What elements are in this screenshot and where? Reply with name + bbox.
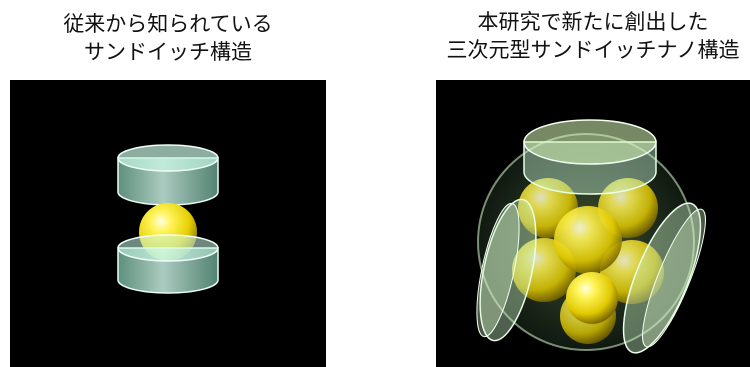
left-caption: 従来から知られている サンドイッチ構造 (10, 10, 326, 66)
left-disk (476, 198, 537, 342)
top-disk (523, 119, 657, 195)
right-render-panel (436, 80, 750, 367)
right-caption: 本研究で新たに創出した 三次元型サンドイッチナノ構造 (436, 8, 750, 64)
right-caption-line2: 三次元型サンドイッチナノ構造 (446, 38, 740, 62)
top-disk (117, 144, 219, 206)
3d-sandwich-illustration (476, 119, 706, 354)
classic-sandwich-illustration (117, 144, 219, 294)
right-caption-line1: 本研究で新たに創出した (477, 10, 709, 34)
right-disk (622, 202, 706, 354)
left-caption-line1: 従来から知られている (63, 12, 273, 36)
left-render-panel (10, 80, 326, 367)
bottom-disk (117, 234, 219, 294)
front-gold-nanoparticle (566, 272, 618, 324)
left-caption-line2: サンドイッチ構造 (84, 40, 252, 64)
